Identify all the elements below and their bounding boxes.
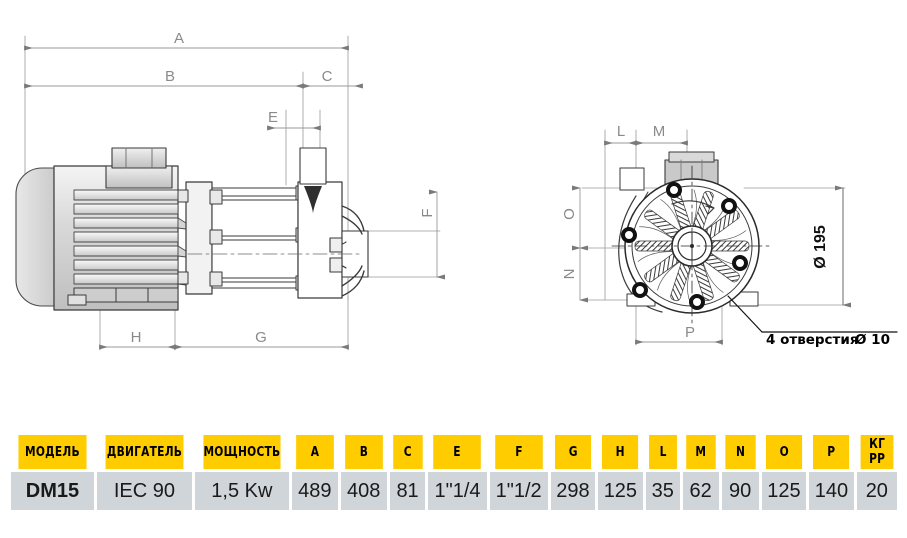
table-header-c: C [392,435,423,469]
end-view-side-lug [619,167,645,191]
technical-drawing: A B C E F H G [15,30,898,351]
table-header-n: N [724,435,756,469]
end-view: L M O N P Ø 195 [561,123,898,348]
table-header-a: A [295,435,334,469]
bolt-hole [666,182,682,198]
dimension-F: F [419,189,446,280]
cell-h: 125 [598,472,643,510]
dimension-O: O [561,185,589,251]
pump-tie-rods [211,195,299,283]
table-row: DM15 IEC 90 1,5 Kw 489 408 81 1"1/4 1"1/… [11,472,897,510]
table-header-g: G [554,435,592,469]
rotation-direction-arrow [671,200,715,215]
cell-m: 62 [682,472,719,510]
table-header-e: E [433,435,482,469]
dimension-label-F: F [419,208,436,217]
dimension-diameter-195: Ø 195 [812,185,852,308]
holes-diameter-label: Ø 10 [855,332,890,348]
cell-weight: 20 [856,472,897,510]
table-header-h: H [602,435,639,469]
dimension-label-M: M [653,123,666,140]
cell-f: 1"1/2 [489,472,548,510]
holes-note-label: 4 отверстия [766,332,859,348]
dimension-label-C: C [322,68,333,85]
dimension-B: B [24,68,304,89]
pump-discharge-port [299,147,327,214]
dimension-label-O: O [561,208,578,220]
table-header-o: O [765,435,803,469]
table-header-power: МОЩНОСТЬ [203,435,281,469]
table-header-model: МОДЕЛЬ [18,435,87,469]
dimension-label-A: A [174,30,184,47]
dimension-label-N: N [561,269,578,280]
cell-c: 81 [389,472,426,510]
dimension-label-H: H [131,329,142,346]
table-header-b: B [344,435,383,469]
dimension-label-E: E [268,109,278,126]
cell-e: 1"1/4 [428,472,487,510]
dimension-C: C [302,68,363,89]
cell-n: 90 [721,472,759,510]
table-header-row: МОДЕЛЬ ДВИГАТЕЛЬ МОЩНОСТЬ A B C E F G H … [11,435,897,469]
bolt-hole [621,227,637,243]
side-view: A B C E F H G [15,30,446,351]
motor-foot [67,287,179,306]
cell-l: 35 [645,472,680,510]
table-header-motor: ДВИГАТЕЛЬ [105,435,184,469]
cell-o: 125 [761,472,807,510]
dimension-label-L: L [617,123,625,140]
dimension-H: H [99,329,176,350]
motor-cooling-fins [73,189,187,286]
dimension-N: N [561,245,589,303]
motor-fan-cowl [15,167,55,307]
dimension-label-G: G [255,329,267,346]
specification-table: МОДЕЛЬ ДВИГАТЕЛЬ МОЩНОСТЬ A B C E F G H … [8,432,900,513]
dimension-E: E [267,109,321,131]
terminal-box [105,147,173,189]
mounting-bolt-holes [621,182,748,310]
bolt-hole [689,294,705,310]
cell-g: 298 [550,472,596,510]
bolt-hole [632,282,648,298]
dimension-A: A [24,30,349,51]
dimension-P: P [635,324,723,345]
dimension-label-B: B [165,68,175,85]
fan-fins [634,189,750,303]
table-header-m: M [686,435,716,469]
cell-p: 140 [809,472,854,510]
cell-b: 408 [340,472,387,510]
end-view-centerlines [611,165,773,327]
table-header-p: P [813,435,850,469]
bolt-hole [732,255,748,271]
cell-a: 489 [291,472,338,510]
cell-power: 1,5 Kw [194,472,289,510]
table-header-f: F [494,435,543,469]
dimension-label-P: P [685,324,695,341]
dimension-L: L [604,123,637,146]
table-header-weight: КГ РР [860,435,894,469]
table-header-l: L [648,435,677,469]
cell-model: DM15 [11,472,94,510]
motor-adapter-flange [185,181,213,295]
dimension-M: M [635,123,688,146]
diameter-label: Ø 195 [812,225,829,269]
holes-note-leader [727,295,898,333]
cell-motor: IEC 90 [96,472,192,510]
pump-stage-housing [211,187,299,289]
dimension-G: G [174,329,349,350]
bolt-hole [721,198,737,214]
